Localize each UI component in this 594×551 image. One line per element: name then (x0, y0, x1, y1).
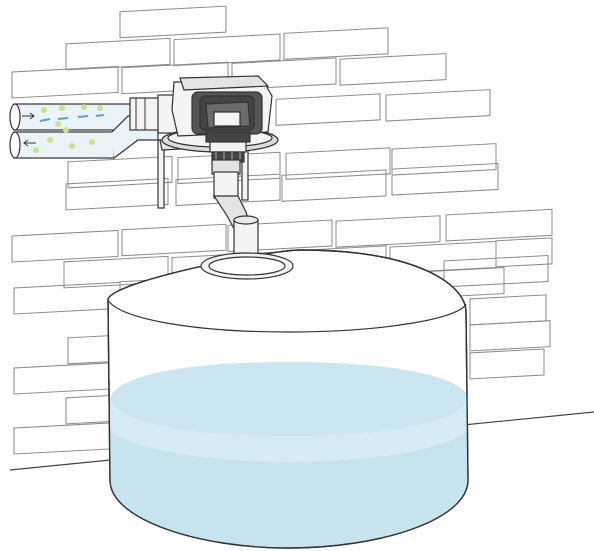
arrow-left-icon (23, 139, 36, 147)
brick (281, 169, 387, 202)
brick (13, 422, 111, 455)
particle (41, 107, 47, 113)
brick (65, 37, 171, 71)
particle (59, 105, 65, 111)
brick (121, 223, 227, 257)
particle (97, 105, 103, 111)
brick (65, 395, 111, 425)
duct-particles (33, 104, 103, 153)
water-tank (107, 249, 469, 549)
air-ducts (9, 94, 181, 159)
brick (443, 254, 549, 288)
brick (13, 362, 111, 395)
arrow-right-icon (22, 112, 35, 120)
particle (81, 104, 87, 110)
particle (63, 127, 69, 133)
brick (63, 255, 169, 289)
particle (89, 139, 95, 145)
brick (173, 33, 281, 67)
brick (391, 162, 499, 196)
brick (283, 27, 389, 60)
brick (275, 93, 381, 126)
brick (285, 147, 391, 180)
brick (495, 237, 553, 268)
brick (227, 219, 333, 252)
particle (33, 147, 39, 153)
brick (445, 208, 553, 242)
brick (469, 320, 551, 352)
brick (11, 229, 119, 263)
particle (55, 121, 61, 127)
brick (67, 155, 173, 189)
brick (335, 215, 441, 248)
brick (119, 5, 227, 39)
brick (65, 177, 169, 211)
brick (11, 65, 119, 99)
brick (469, 348, 545, 380)
brick (339, 53, 447, 86)
brick (385, 89, 491, 122)
brick (13, 281, 121, 315)
duct-dashes (39, 114, 105, 122)
particle (69, 143, 75, 149)
brick (391, 143, 497, 176)
drain-pipe (211, 159, 259, 261)
particle (47, 137, 53, 143)
brick (469, 294, 547, 326)
